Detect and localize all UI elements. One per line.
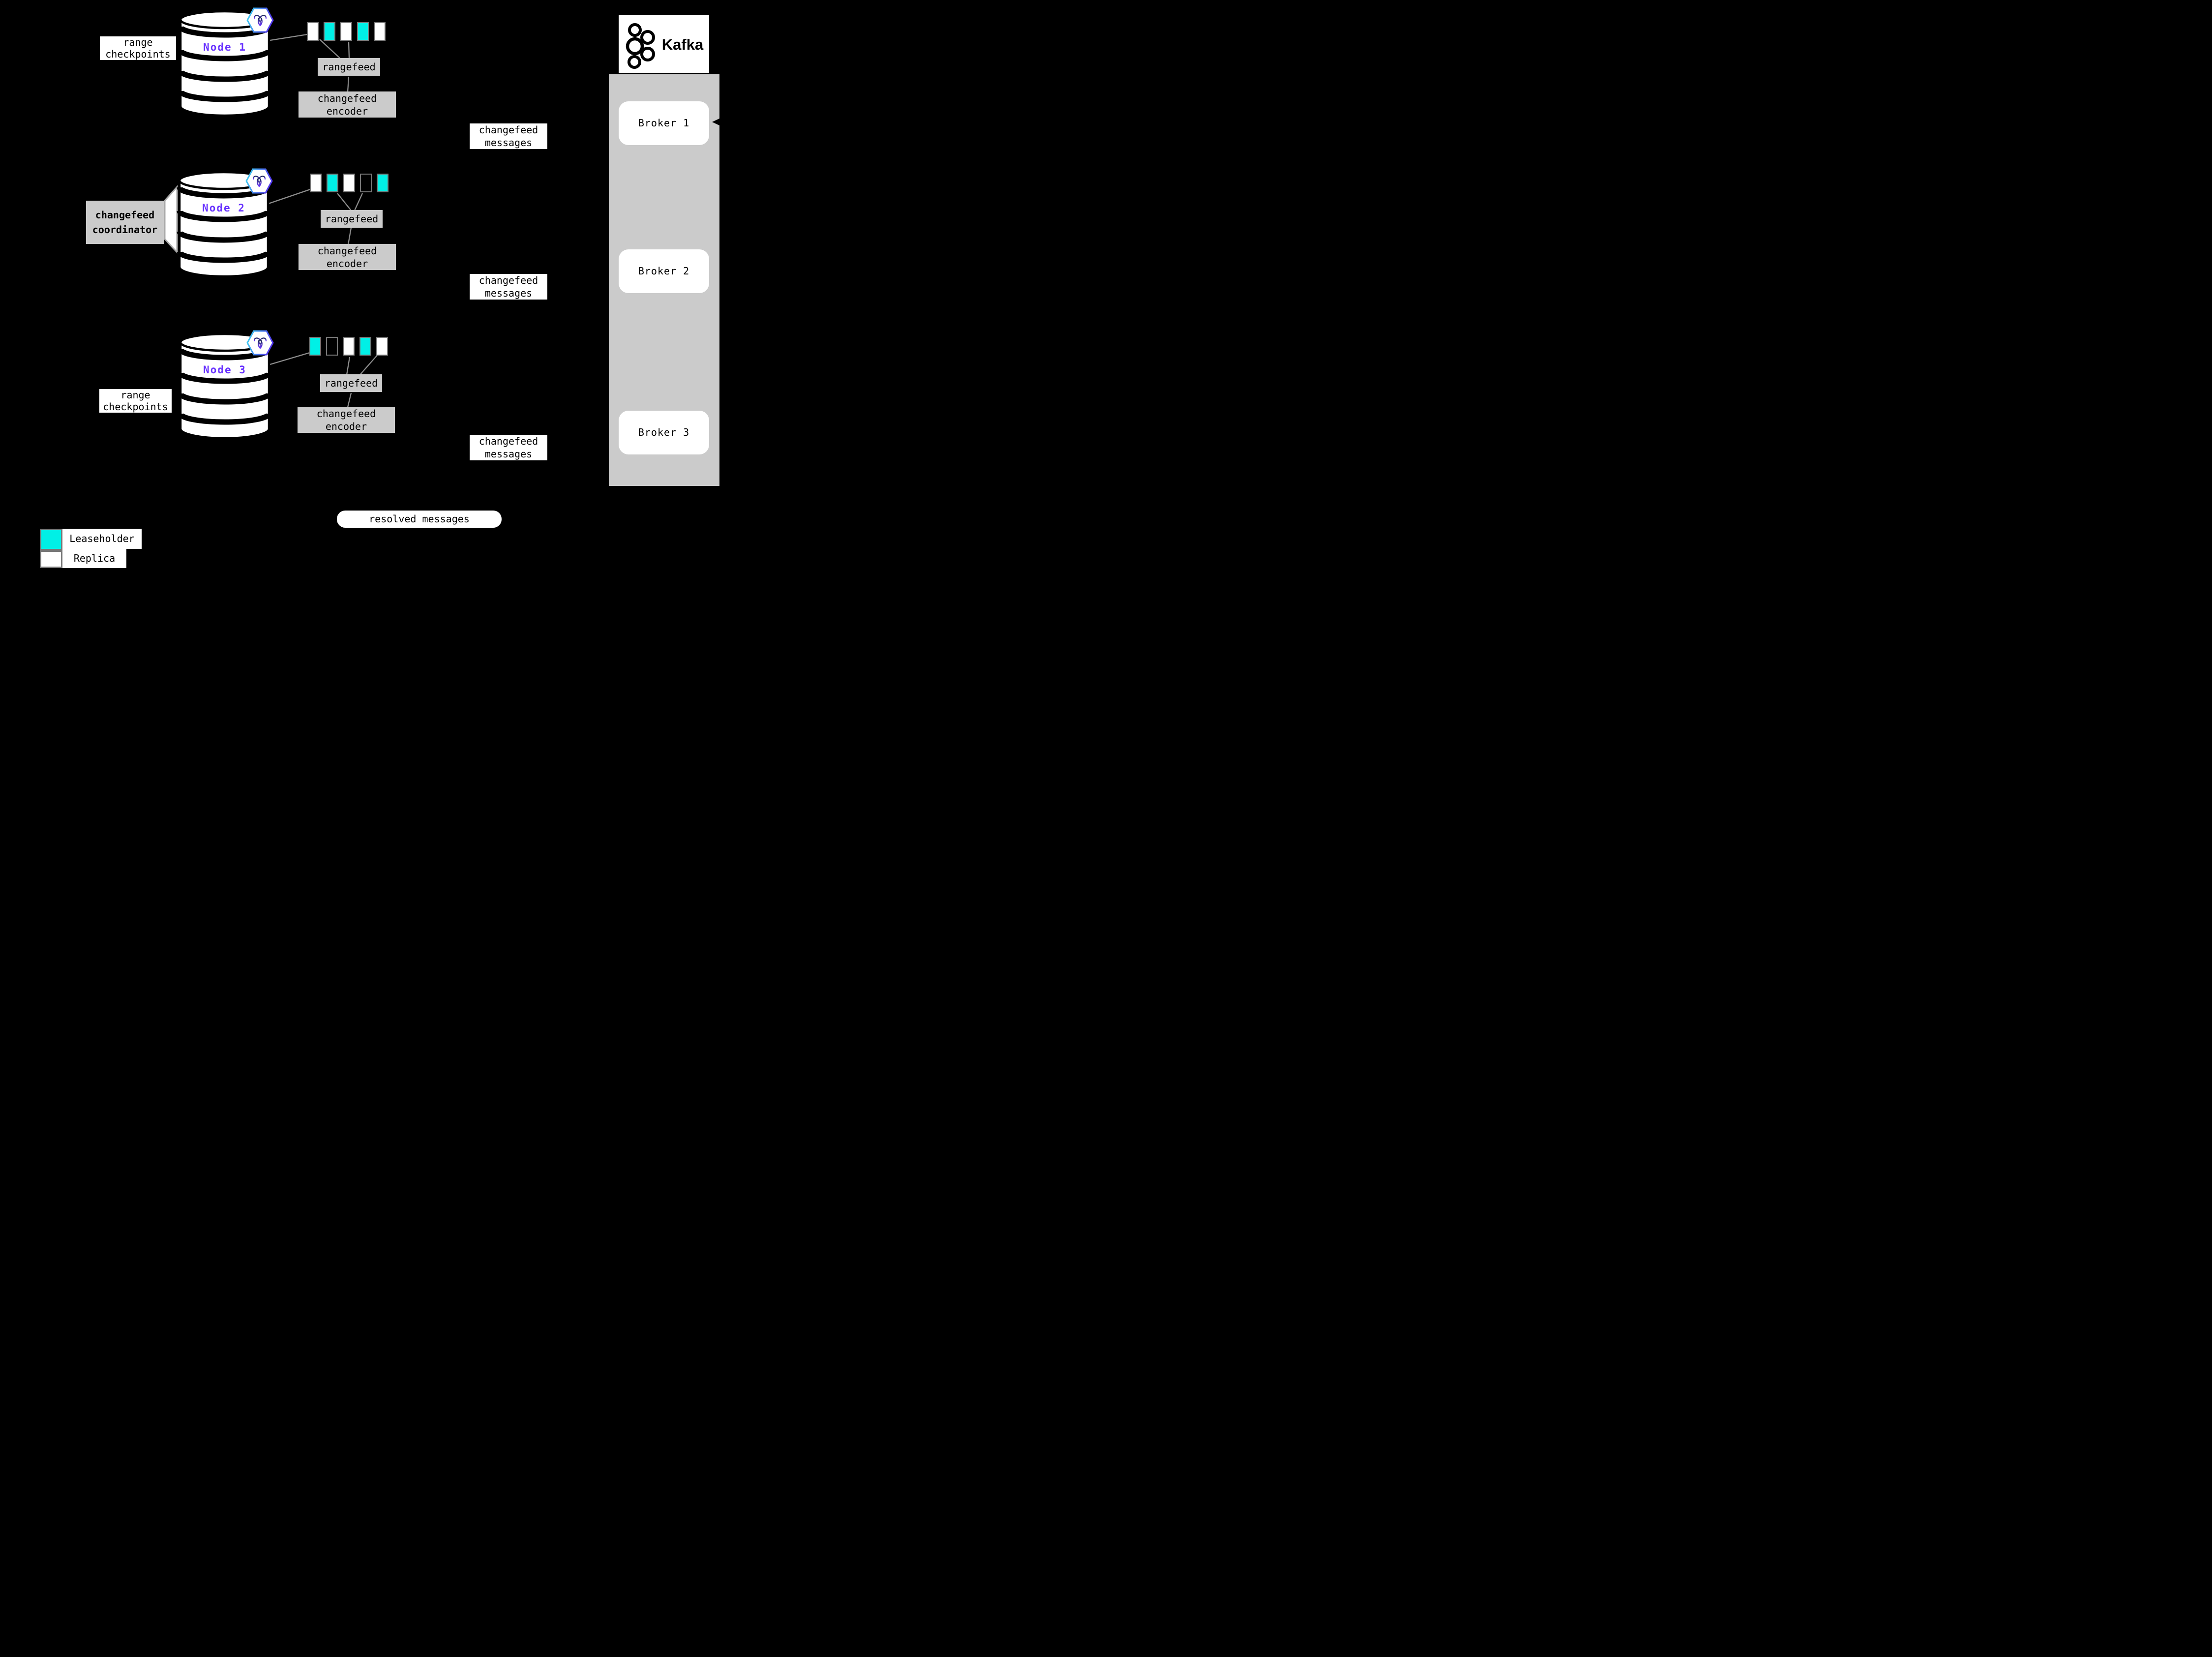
cockroachdb-logo-icon (245, 168, 273, 194)
arrowhead-into-broker1-icon (712, 118, 720, 126)
range-box-replica (343, 174, 355, 192)
range-box-leaseholder (309, 337, 321, 356)
node2-label: Node 2 (202, 202, 245, 214)
range-box-leaseholder (377, 174, 389, 192)
line-node2-to-ranges (268, 188, 311, 205)
range-checkpoints-label-node3: range checkpoints (99, 389, 172, 413)
range-box-replica (376, 337, 388, 356)
changefeed-encoder-box-node2: changefeed encoder (299, 244, 396, 270)
connector-lines (268, 33, 379, 408)
range-box-leaseholder (324, 22, 335, 41)
range-row-node3 (309, 337, 388, 356)
rangefeed-box-node3: rangefeed (320, 374, 382, 392)
changefeed-messages-label-3: changefeed messages (470, 435, 547, 460)
broker-1-box: Broker 1 (619, 101, 709, 145)
range-box-leaseholder (327, 174, 338, 192)
line-rangefeed3-to-encoder3 (347, 392, 352, 408)
line-range1-to-rangefeed1 (319, 39, 341, 59)
changefeed-messages-label-1: changefeed messages (470, 123, 547, 149)
line-range4-to-rangefeed2 (354, 193, 363, 211)
line-rangefeed2-to-encoder2 (347, 227, 352, 245)
broker-3-box: Broker 3 (619, 411, 709, 454)
range-box-replica (310, 174, 322, 192)
line-rangefeed1-to-encoder1 (347, 76, 350, 92)
diagram-canvas: range checkpoints Node 1 rangefeed chang… (0, 0, 771, 577)
range-row-node1 (307, 22, 386, 41)
kafka-logo-box: Kafka (619, 15, 709, 73)
node1-label: Node 1 (203, 41, 246, 53)
legend-leaseholder-label: Leaseholder (62, 529, 142, 549)
range-box-replica (374, 22, 386, 41)
range-box-replica (307, 22, 319, 41)
range-box-leaseholder (357, 22, 369, 41)
line-range3-to-rangefeed3 (346, 357, 351, 375)
line-range5-to-rangefeed3 (359, 354, 379, 375)
range-box-empty (360, 174, 372, 192)
line-node3-to-ranges (269, 352, 310, 365)
kafka-logo-icon (626, 23, 655, 69)
line-node1-to-ranges (269, 33, 308, 41)
diagram-shapes-layer (164, 7, 379, 577)
legend-leaseholder-swatch (40, 529, 62, 550)
resolved-messages-pill: resolved messages (337, 511, 502, 528)
range-box-replica (343, 337, 355, 356)
rangefeed-box-node1: rangefeed (318, 58, 380, 76)
cockroachdb-logo-icon (246, 330, 274, 356)
changefeed-messages-label-2: changefeed messages (470, 274, 547, 300)
range-box-replica (340, 22, 352, 41)
broker-2-box: Broker 2 (619, 249, 709, 293)
cockroachdb-logo-icon (246, 7, 274, 33)
changefeed-coordinator-label: changefeed coordinator (86, 201, 164, 244)
node3-label: Node 3 (203, 364, 246, 376)
legend-replica-label: Replica (62, 549, 126, 568)
range-box-leaseholder (359, 337, 371, 356)
line-range2-to-rangefeed2 (337, 193, 352, 211)
legend-replica-swatch (40, 550, 62, 568)
range-checkpoints-label-node1: range checkpoints (100, 36, 176, 60)
range-row-node2 (310, 174, 389, 192)
changefeed-encoder-box-node3: changefeed encoder (298, 407, 395, 433)
kafka-title: Kafka (661, 36, 704, 53)
coordinator-pointer-flap (164, 185, 178, 254)
changefeed-encoder-box-node1: changefeed encoder (299, 91, 396, 118)
range-box-empty (326, 337, 338, 356)
rangefeed-box-node2: rangefeed (321, 210, 383, 228)
